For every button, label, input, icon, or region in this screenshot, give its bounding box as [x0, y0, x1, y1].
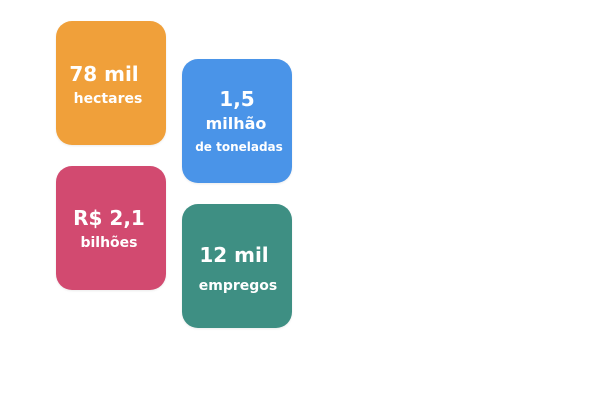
stat-tile-empregos: 12 mil empregos	[182, 204, 292, 328]
stat-unit: bilhões	[80, 235, 138, 251]
stat-tile-hectares: 78 mil hectares	[56, 21, 166, 145]
stat-unit-detail: de toneladas	[195, 140, 283, 154]
stat-value: R$ 2,1	[73, 206, 145, 230]
stat-unit: hectares	[73, 91, 143, 107]
stat-value: 78 mil	[69, 62, 139, 86]
stat-tile-bilhoes: R$ 2,1 bilhões	[56, 166, 166, 290]
stat-tile-toneladas: 1,5 milhão de toneladas	[182, 59, 292, 183]
stat-value: 12 mil	[199, 243, 269, 267]
stat-unit: empregos	[198, 278, 278, 294]
stat-unit: milhão	[205, 114, 267, 133]
stat-value: 1,5	[219, 87, 255, 111]
